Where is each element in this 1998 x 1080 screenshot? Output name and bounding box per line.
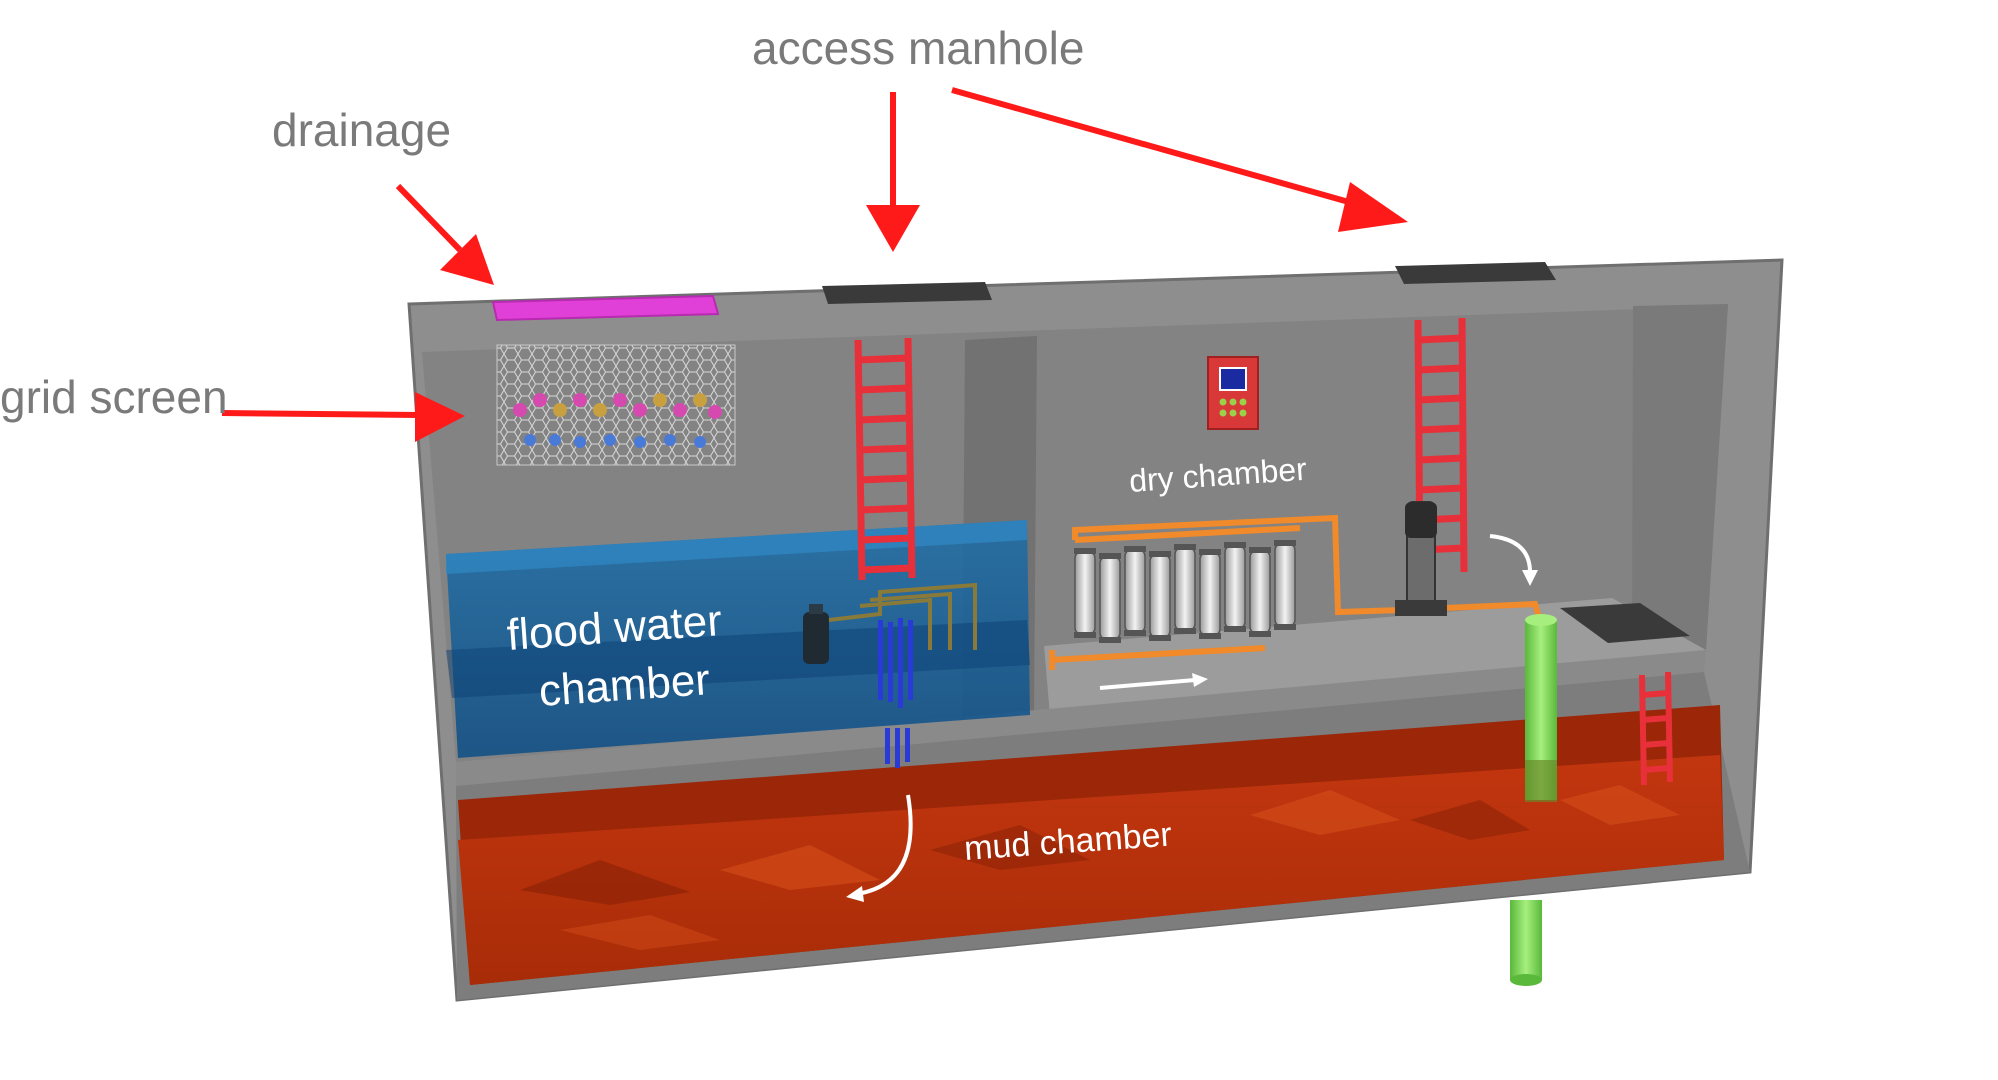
water-top-highlight — [446, 520, 1027, 574]
mud-surface — [458, 755, 1724, 985]
blue-intake-pipes — [878, 618, 913, 768]
floor-hatch — [1560, 603, 1690, 643]
cylinder-filter-icon — [1199, 549, 1221, 639]
cylinder-filter-icon — [1149, 551, 1171, 641]
grid-screen-arrow-head — [415, 392, 465, 442]
access-manhole-cover-right — [1395, 262, 1556, 284]
flow-arrow-to-mud — [846, 794, 913, 902]
flow-arrow-outlet — [1489, 534, 1538, 586]
control-panel-icon — [1207, 356, 1259, 430]
flood-pipe-bundle — [828, 582, 977, 650]
flow-arrow-dry-floor — [1099, 673, 1208, 690]
grid-screen — [496, 344, 736, 466]
water-band — [446, 620, 1030, 698]
cylinder-filter-icon — [1174, 544, 1196, 634]
mud-lump — [720, 845, 880, 890]
green-outlet-pipe — [1510, 614, 1557, 986]
manhole-arrow-right-head — [1338, 182, 1408, 232]
grid-screen-label: grid screen — [0, 371, 228, 423]
callout-arrows — [221, 87, 1408, 442]
drainage-label: drainage — [272, 104, 451, 156]
flood-water-chamber: flood water chamber — [446, 520, 1030, 768]
mud-lump — [1410, 800, 1530, 840]
access-manhole-cover-left — [822, 282, 992, 304]
cylinder-filter-icon — [1249, 547, 1271, 637]
mud-lump — [930, 825, 1090, 870]
drainage-arrow-shaft — [395, 183, 463, 253]
cylinder-filter-icon — [1074, 548, 1096, 638]
pump-icon — [1395, 501, 1447, 616]
pump-icon — [803, 604, 829, 664]
ladder-dry-chamber — [1414, 317, 1468, 576]
grid-screen-arrow-shaft — [221, 410, 421, 418]
cylinder-filter-icon — [1124, 546, 1146, 636]
cylinder-filter-icon — [1274, 540, 1296, 630]
screen-debris — [513, 393, 722, 448]
mud-chamber: mud chamber — [458, 705, 1724, 985]
filter-cartridges — [1074, 540, 1296, 643]
ladder-flood-chamber — [854, 337, 916, 581]
ladder-mud-chamber — [1639, 671, 1673, 786]
drainage-arrow-head — [440, 234, 494, 285]
flood-water-label-line2: chamber — [537, 655, 711, 716]
mud-lump — [520, 860, 690, 905]
tank-right-inner-wall — [1632, 304, 1728, 654]
middle-slab — [456, 650, 1706, 786]
manhole-arrow-right-shaft — [951, 87, 1371, 211]
mud-lump — [1560, 785, 1680, 825]
access-manhole-label: access manhole — [752, 22, 1084, 74]
mud-lump — [560, 915, 720, 950]
cylinder-filter-icon — [1099, 553, 1121, 643]
drainage-grate — [491, 294, 720, 322]
manhole-arrow-head — [866, 205, 920, 252]
mud-lump — [1250, 790, 1400, 835]
cylinder-filter-icon — [1224, 542, 1246, 632]
